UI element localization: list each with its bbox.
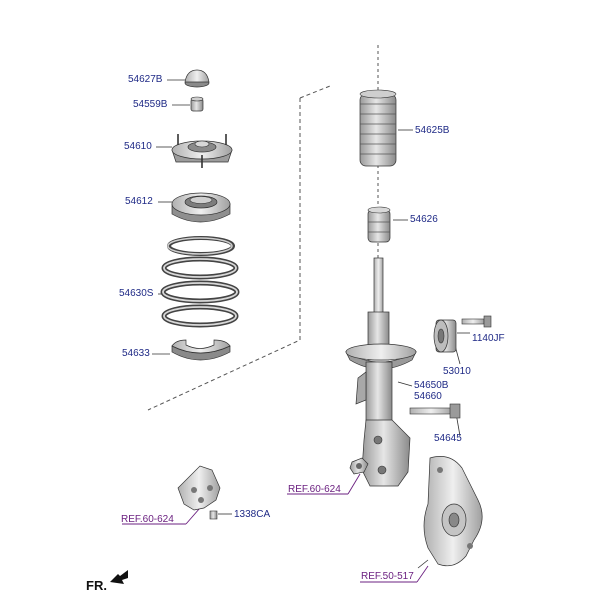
assembly-boundary-lines	[147, 85, 331, 411]
label-1338CA: 1338CA	[234, 509, 271, 520]
strut-assembly-54650B	[345, 257, 417, 487]
label-54630S: 54630S	[119, 288, 154, 299]
bracket-ref-60-624	[177, 465, 221, 511]
label-54660: 54660	[414, 391, 442, 402]
nut-ref-60-624	[349, 457, 369, 475]
ref-link-60-624-right[interactable]: REF.60-624	[288, 484, 341, 495]
label-1140JF: 1140JF	[472, 333, 505, 344]
label-54559B: 54559B	[133, 99, 168, 110]
strut-mount-54610	[171, 134, 233, 168]
label-54645: 54645	[434, 433, 462, 444]
dust-boot-54625B	[359, 89, 397, 167]
reference-lines	[122, 473, 429, 583]
bump-stopper-54626	[367, 206, 391, 243]
label-54625B: 54625B	[415, 125, 450, 136]
nut-1338CA	[209, 510, 218, 520]
bearing-54612	[171, 192, 231, 223]
label-54610: 54610	[124, 141, 152, 152]
nut-54559B	[190, 96, 204, 112]
front-direction-arrow-icon	[110, 570, 128, 584]
coil-spring-54630S	[160, 236, 240, 328]
label-54626: 54626	[410, 214, 438, 225]
bolt-1140JF	[461, 315, 492, 328]
strut-cap-54627B	[184, 69, 210, 88]
label-53010: 53010	[443, 366, 471, 377]
spring-pad-54633	[171, 339, 231, 361]
ref-link-50-517[interactable]: REF.50-517	[361, 571, 414, 582]
label-54650B: 54650B	[414, 380, 449, 391]
label-54612: 54612	[125, 196, 153, 207]
front-direction-label: FR.	[86, 578, 107, 593]
label-54627B: 54627B	[128, 74, 163, 85]
ref-link-60-624-left[interactable]: REF.60-624	[121, 514, 174, 525]
label-54633: 54633	[122, 348, 150, 359]
bolt-54645	[409, 403, 461, 419]
bushing-53010	[433, 319, 457, 353]
steering-knuckle	[423, 456, 483, 567]
